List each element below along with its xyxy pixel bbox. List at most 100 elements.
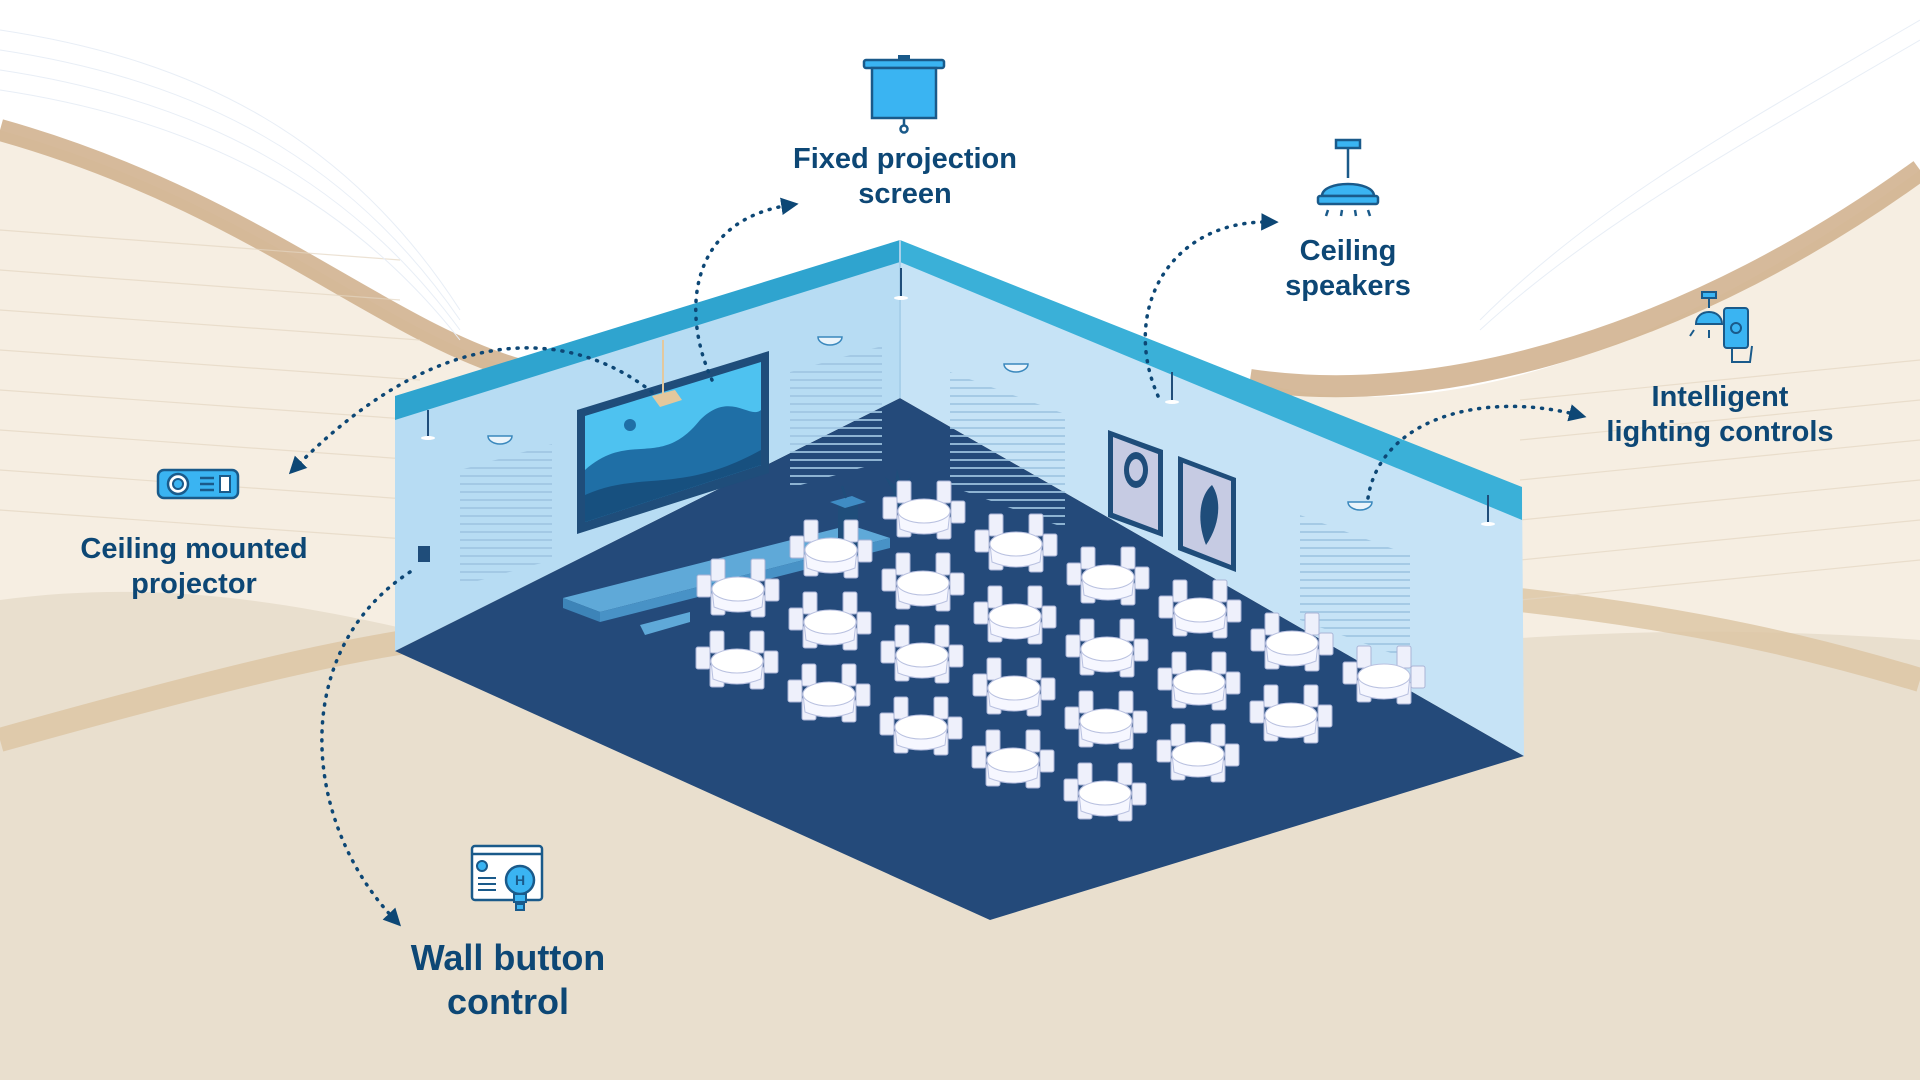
chair — [1064, 706, 1080, 730]
chair — [841, 663, 857, 687]
chair — [856, 611, 872, 635]
banquet-table — [788, 591, 872, 651]
chair — [1025, 729, 1041, 753]
chair — [1077, 762, 1093, 786]
chair — [985, 729, 1001, 753]
table-top — [1171, 741, 1225, 767]
banquet-table — [1066, 546, 1150, 606]
arrow-to-lighting-controls — [1366, 404, 1587, 500]
table-top — [1357, 663, 1411, 689]
background-band-bottom-right — [1518, 588, 1920, 692]
banquet-table — [880, 624, 964, 684]
projection-screen-icon — [862, 55, 946, 134]
chair — [881, 568, 897, 592]
chair — [895, 552, 911, 576]
chair — [1078, 690, 1094, 714]
arrow-to-projector — [288, 346, 654, 475]
chair — [1132, 710, 1148, 734]
chair — [1040, 677, 1056, 701]
label-wall-button-control: Wall button control — [376, 936, 640, 1024]
banquet-table — [787, 663, 871, 723]
table-top — [988, 603, 1042, 629]
chair — [988, 513, 1004, 537]
chair — [1134, 566, 1150, 590]
chair — [842, 591, 858, 615]
chair — [763, 650, 779, 674]
banquet-table — [1249, 684, 1333, 744]
chair — [1118, 690, 1134, 714]
background-band-top — [0, 119, 524, 381]
wall-button-control-icon: H — [470, 844, 544, 911]
chair — [750, 558, 766, 582]
chair — [1342, 661, 1358, 685]
banquet-table — [971, 729, 1055, 789]
table-top — [1265, 630, 1319, 656]
chair — [882, 496, 898, 520]
banquet-table — [974, 513, 1058, 573]
wall-vents — [460, 346, 1410, 660]
chair — [879, 712, 895, 736]
banquet-table — [1250, 612, 1334, 672]
banquet-table — [696, 558, 780, 618]
arrow-to-wall-button — [320, 570, 412, 927]
chair — [843, 519, 859, 543]
banquet-table — [1063, 762, 1147, 822]
ceiling-speakers-in-room — [487, 336, 1373, 511]
chair — [709, 630, 725, 654]
chair — [1211, 651, 1227, 675]
chair — [880, 640, 896, 664]
chair — [948, 644, 964, 668]
banquet-tables — [695, 480, 1426, 822]
label-line: speakers — [1285, 270, 1411, 303]
chair — [802, 591, 818, 615]
light-fixtures — [421, 268, 1495, 526]
chair — [1225, 671, 1241, 695]
table-top — [894, 714, 948, 740]
chair — [803, 519, 819, 543]
chair — [710, 558, 726, 582]
table-top — [897, 498, 951, 524]
chair — [1356, 645, 1372, 669]
chair — [1079, 618, 1095, 642]
chair — [1210, 723, 1226, 747]
table-top — [1081, 564, 1135, 590]
chair — [789, 535, 805, 559]
banquet-table — [973, 585, 1057, 645]
chair — [894, 624, 910, 648]
table-top — [804, 537, 858, 563]
chair — [1318, 632, 1334, 656]
banquet-table — [1342, 645, 1426, 705]
table-top — [803, 609, 857, 635]
chair — [1170, 723, 1186, 747]
chair — [788, 607, 804, 631]
chair — [1120, 546, 1136, 570]
arrow-to-projection-screen — [694, 197, 799, 382]
left-wall-top-band — [395, 240, 900, 420]
chair — [935, 552, 951, 576]
smart-lighting-icon — [1689, 291, 1753, 363]
chair — [855, 683, 871, 707]
chair — [1039, 749, 1055, 773]
chair — [1249, 700, 1265, 724]
chair — [973, 601, 989, 625]
chair — [1042, 533, 1058, 557]
chair — [1224, 743, 1240, 767]
table-top — [1173, 597, 1227, 623]
chair — [1080, 546, 1096, 570]
banquet-table — [882, 480, 966, 540]
chair — [801, 663, 817, 687]
banquet-table — [879, 696, 963, 756]
chair — [1026, 657, 1042, 681]
right-wall-top-band — [900, 240, 1522, 520]
table-top — [1264, 702, 1318, 728]
table-top — [986, 747, 1040, 773]
chair — [1172, 579, 1188, 603]
label-intelligent-lighting-controls: Intelligent lighting controls — [1580, 380, 1860, 451]
chair — [787, 679, 803, 703]
label-line: projector — [131, 568, 257, 601]
banquet-table — [1065, 618, 1149, 678]
chair — [1171, 651, 1187, 675]
wall-button-in-room — [418, 546, 430, 562]
